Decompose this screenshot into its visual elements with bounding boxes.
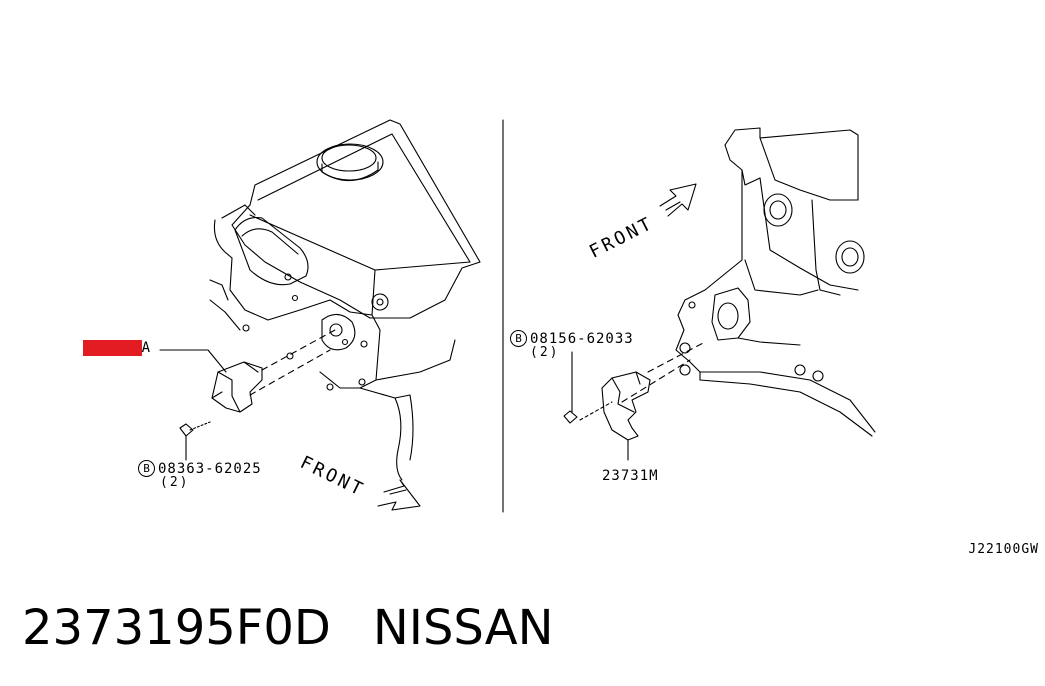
diagram-code: J22100GW — [968, 542, 1039, 557]
right-engine-drawing — [563, 127, 876, 461]
left-engine-drawing — [159, 119, 481, 481]
part-caption: 2373195F0D NISSAN — [22, 598, 554, 658]
front-arrow-left — [377, 479, 421, 511]
circled-b-icon: B — [510, 330, 527, 347]
callout-left-bolt-qty: (2) — [160, 475, 190, 490]
bolt-number: 08156-62033 — [530, 331, 634, 347]
engine-line-drawing — [159, 119, 876, 513]
bolt-number: 08363-62025 — [158, 461, 262, 477]
front-arrow-right — [659, 183, 697, 217]
part-number: 2373195F0D — [22, 600, 331, 656]
callout-left-sensor: 23731MA — [83, 340, 151, 356]
circled-b-icon: B — [138, 460, 155, 477]
callout-right-sensor: 23731M — [602, 468, 659, 484]
callout-suffix: A — [141, 340, 152, 356]
highlight-redaction: 23731M — [83, 340, 142, 356]
callout-right-bolt-qty: (2) — [530, 345, 560, 360]
brand-name: NISSAN — [372, 600, 554, 656]
